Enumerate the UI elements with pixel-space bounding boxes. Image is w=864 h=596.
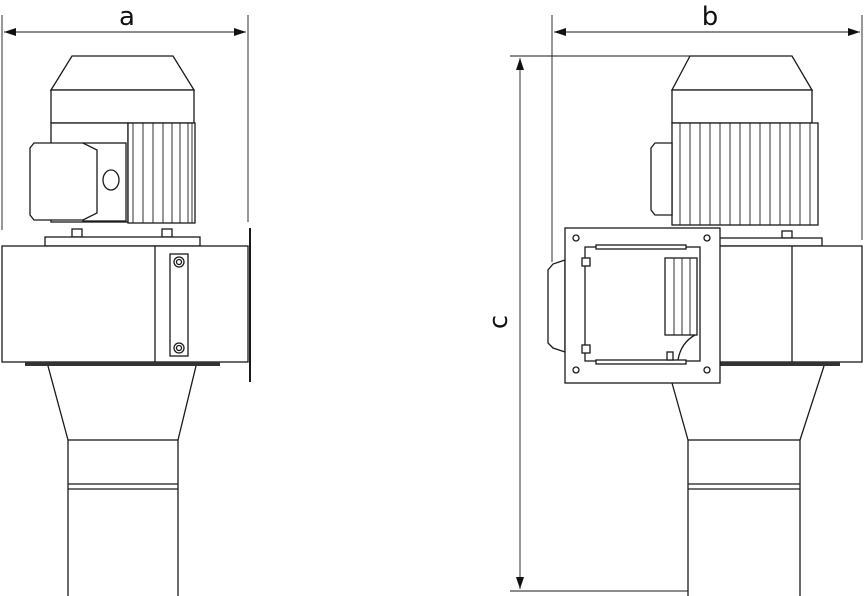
base-plate <box>44 236 201 247</box>
dimension-label-a: a <box>119 2 135 32</box>
dimension-label-b: b <box>702 2 719 32</box>
motor <box>650 55 823 247</box>
outlet-duct <box>67 439 179 596</box>
dimension-label-c: c <box>484 315 514 329</box>
handle <box>547 259 566 353</box>
impeller <box>664 257 698 336</box>
fan-housing <box>717 245 863 363</box>
fan-housing <box>1 245 249 363</box>
front-view: a <box>1 2 251 596</box>
flange-bracket <box>169 253 189 357</box>
side-view: b c <box>484 2 863 596</box>
motor <box>29 55 201 247</box>
outlet-duct <box>687 439 801 596</box>
terminal-box <box>29 142 98 221</box>
